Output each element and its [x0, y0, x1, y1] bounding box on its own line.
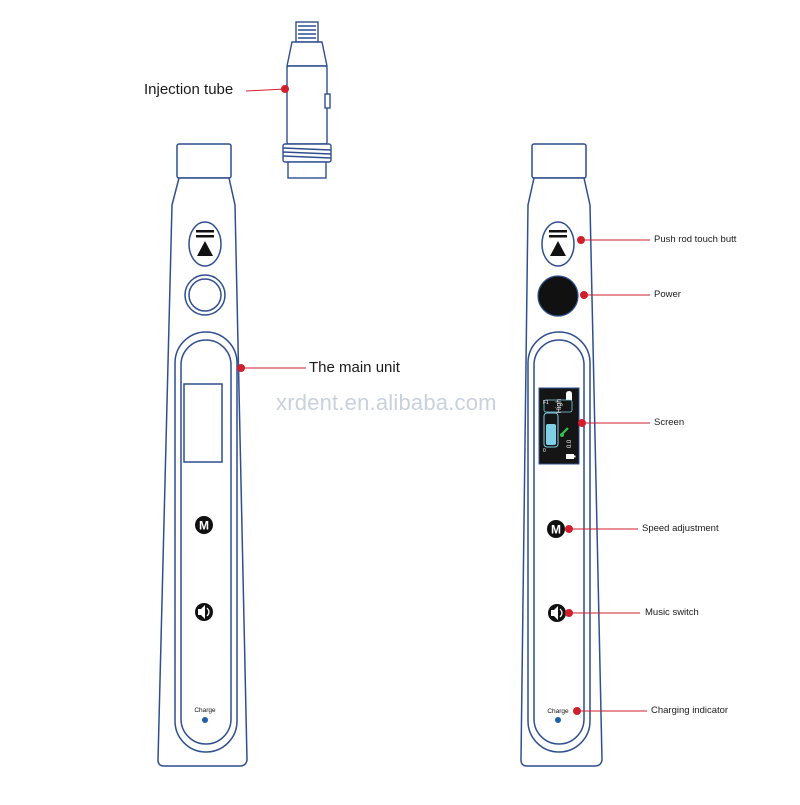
leader-lines	[237, 85, 650, 715]
leader-dot-charging	[573, 707, 581, 715]
m-button-icon-right: M	[547, 520, 565, 538]
label-main-unit: The main unit	[309, 359, 400, 376]
leader-dot-speed	[565, 525, 573, 533]
speaker-icon	[195, 603, 213, 621]
speaker-icon-right	[548, 604, 566, 622]
screen-bar	[546, 424, 556, 445]
label-music-switch: Music switch	[645, 607, 699, 618]
label-power: Power	[654, 289, 681, 300]
power-button[interactable]	[537, 275, 579, 317]
leader-dot-screen	[578, 419, 586, 427]
music-note-icon	[561, 427, 569, 435]
label-charging-indicator: Charging indicator	[651, 705, 729, 716]
charge-label-left: Charge	[194, 707, 216, 714]
label-push-rod: Push rod touch butt	[654, 234, 737, 245]
screen-scale-top: F1	[543, 400, 549, 406]
main-unit-left	[157, 143, 248, 767]
leader-dot-music	[565, 609, 573, 617]
watermark: xrdent.en.alibaba.com	[276, 390, 497, 415]
screen: High 0.0 F1 0	[538, 387, 580, 465]
screen-scale-bottom: 0	[543, 448, 546, 454]
screen-value: 0.0	[567, 439, 573, 448]
charge-led-right	[555, 717, 561, 723]
label-screen: Screen	[654, 417, 685, 428]
push-rod-icon	[196, 230, 214, 256]
m-button-glyph: M	[199, 519, 209, 533]
leader-dot-injection	[281, 85, 289, 93]
charge-label-right: Charge	[547, 708, 569, 715]
charge-led-left	[202, 717, 208, 723]
m-button-icon: M	[195, 516, 213, 534]
lock-icon	[566, 391, 572, 400]
leader-dot-power	[580, 291, 588, 299]
leader-dot-pushrod	[577, 236, 585, 244]
push-rod-icon-right	[549, 230, 567, 256]
injection-tube	[282, 21, 332, 179]
label-injection-tube: Injection tube	[144, 81, 234, 98]
screen-mode: High	[556, 399, 563, 414]
battery-icon	[566, 454, 574, 459]
m-button-glyph-right: M	[551, 523, 561, 537]
label-speed-adjustment: Speed adjustment	[642, 523, 719, 534]
leader-dot-main	[237, 364, 245, 372]
